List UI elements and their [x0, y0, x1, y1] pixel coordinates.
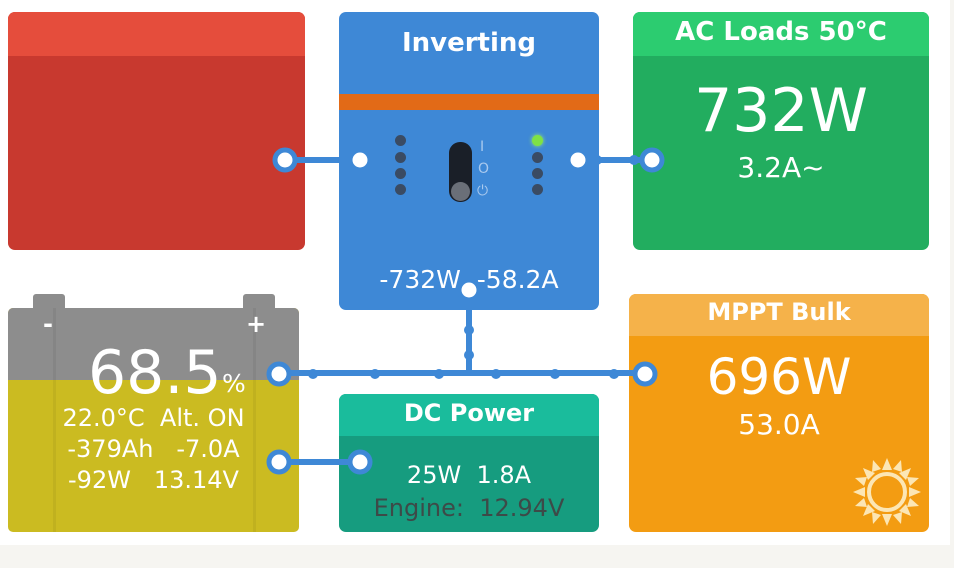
mppt-current: 53.0A	[738, 408, 820, 441]
battery-line-1: 22.0°C Alt. ON	[8, 404, 299, 432]
dc-engine-readout: Engine: 12.94V	[339, 494, 599, 522]
battery-top-band	[8, 308, 299, 380]
flow-dot	[550, 369, 560, 379]
inverter-led-right-4	[532, 184, 543, 195]
battery-stripe-left	[53, 308, 56, 532]
inverter-led-left-1	[395, 135, 406, 146]
inverter-mode-switch[interactable]	[449, 142, 472, 202]
switch-on-symbol: I	[480, 139, 485, 155]
inverter-tile[interactable]: Inverting I O ⏻ -732W -58.2A	[339, 12, 599, 310]
dc-power-tile[interactable]: DC Power 25W 1.8A Engine: 12.94V	[339, 394, 599, 532]
battery-negative-terminal	[33, 294, 65, 310]
flow-dot	[464, 350, 474, 360]
battery-line-2: -379Ah -7.0A	[8, 435, 299, 463]
battery-plus-sign: +	[246, 310, 267, 338]
dc-power-current: 1.8A	[476, 461, 532, 489]
mppt-header-band	[629, 294, 929, 336]
dc-power-header-band	[339, 394, 599, 436]
dc-engine-voltage: 12.94V	[479, 494, 565, 522]
flow-dot	[592, 155, 602, 165]
connector-inverter-dc	[456, 277, 482, 303]
overview-frame: Inverting I O ⏻ -732W -58.2A AC Loads 50…	[0, 0, 950, 545]
inverter-current: -58.2A	[476, 265, 559, 294]
battery-tile[interactable]: - + 68.5 % 22.0°C Alt. ON -379Ah -7.0A -…	[8, 308, 299, 532]
battery-minus-sign: -	[43, 310, 53, 338]
inverter-stripe	[339, 94, 599, 110]
flow-dot	[609, 369, 619, 379]
ac-input-tile[interactable]	[8, 12, 305, 250]
ac-loads-header-band	[633, 12, 929, 56]
connector-inverter-in	[347, 147, 373, 173]
switch-off-symbol: O	[478, 161, 490, 177]
ac-input-header-band	[8, 12, 305, 56]
battery-stripe-right	[253, 308, 256, 532]
dc-power-watts: 25W	[406, 461, 462, 489]
connector-shore-out	[272, 147, 298, 173]
flow-dot	[434, 369, 444, 379]
inverter-led-right-1	[532, 135, 543, 146]
dc-engine-label: Engine:	[373, 494, 464, 522]
flow-dot	[370, 369, 380, 379]
ac-loads-power: 732W	[694, 76, 868, 146]
inverter-led-right-3	[532, 168, 543, 179]
ac-loads-current: 3.2A~	[737, 151, 825, 184]
ac-loads-title: AC Loads 50°C	[675, 17, 887, 47]
flow-dot	[308, 369, 318, 379]
flow-dot	[629, 155, 639, 165]
connection-wires	[266, 147, 665, 475]
dc-power-readout: 25W 1.8A	[339, 461, 599, 489]
connector-battery-dc	[266, 449, 292, 475]
battery-temperature: 22.0°C	[62, 404, 145, 432]
power-icon: ⏻	[477, 183, 489, 199]
battery-line-3: -92W 13.14V	[8, 466, 299, 494]
battery-positive-terminal	[243, 294, 275, 310]
flow-dot	[491, 369, 501, 379]
connector-mppt-bus	[632, 361, 658, 387]
flow-dot	[464, 325, 474, 335]
inverter-led-left-2	[395, 152, 406, 163]
ac-loads-tile[interactable]: AC Loads 50°C 732W 3.2A~	[633, 12, 929, 250]
inverter-readout: -732W -58.2A	[339, 265, 599, 294]
connector-inverter-out	[565, 147, 591, 173]
dc-power-title: DC Power	[403, 399, 535, 427]
battery-voltage: 13.14V	[153, 466, 239, 494]
battery-soc-unit: %	[222, 369, 246, 398]
inverter-power: -732W	[379, 265, 461, 294]
battery-consumed: -379Ah	[67, 435, 154, 463]
sun-icon	[853, 458, 921, 526]
battery-soc: 68.5	[88, 338, 222, 408]
battery-current: -7.0A	[176, 435, 240, 463]
mppt-tile[interactable]: MPPT Bulk 696W 53.0A	[629, 294, 929, 532]
mppt-title: MPPT Bulk	[707, 298, 851, 326]
inverter-switch-knob[interactable]	[451, 182, 470, 201]
connector-acloads-in	[639, 147, 665, 173]
inverter-led-left-4	[395, 184, 406, 195]
battery-power: -92W	[68, 466, 131, 494]
battery-alt-status: Alt. ON	[159, 404, 245, 432]
mppt-power: 696W	[706, 348, 852, 406]
connector-battery-bus	[266, 361, 292, 387]
connector-dcpower-in	[347, 449, 373, 475]
inverter-led-right-2	[532, 152, 543, 163]
inverter-state: Inverting	[401, 28, 537, 58]
inverter-led-left-3	[395, 168, 406, 179]
